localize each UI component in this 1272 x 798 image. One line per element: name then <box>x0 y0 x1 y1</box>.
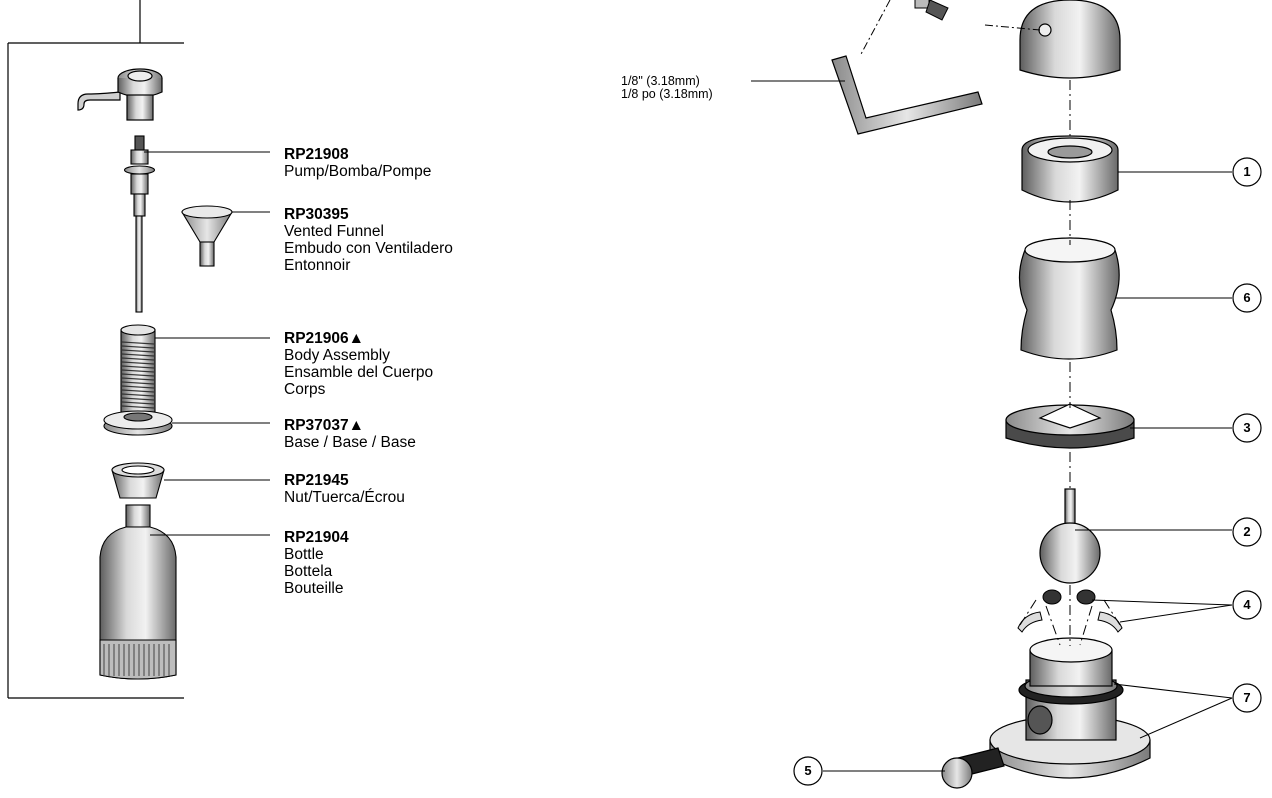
part-desc-line: Pump/Bomba/Pompe <box>284 163 432 180</box>
part-number: RP37037▲ <box>284 417 364 434</box>
part-label-rp21945: RP21945 Nut/Tuerca/Écrou <box>284 472 405 506</box>
thread-line <box>121 373 155 377</box>
part-desc-line: Ensamble del Cuerpo <box>284 364 434 381</box>
part-desc-line: Corps <box>284 381 326 398</box>
thread-line <box>121 357 155 361</box>
callout-4: 4 <box>1243 597 1251 612</box>
thread-line <box>121 381 155 385</box>
nut-icon <box>111 462 165 499</box>
thread-line <box>121 349 155 353</box>
kit-bracket <box>7 0 184 699</box>
part-number: RP21904 <box>284 529 349 546</box>
base-icon <box>103 410 173 436</box>
part-number: RP21906▲ <box>284 330 364 347</box>
part-label-rp21908: RP21908 Pump/Bomba/Pompe <box>284 146 431 180</box>
part-desc-line: Entonnoir <box>284 257 351 274</box>
part-desc-line: Bottle <box>284 546 324 563</box>
callout-5: 5 <box>804 763 812 778</box>
wrench-size-line-2: 1/8 po (3.18mm) <box>621 87 713 101</box>
thread-line <box>121 341 155 345</box>
part-label-rp30395: RP30395 Vented Funnel Embudo con Ventila… <box>284 206 453 274</box>
callout-6: 6 <box>1243 290 1251 305</box>
handle-dome-icon <box>1019 0 1121 79</box>
part-desc-line: Vented Funnel <box>284 223 384 240</box>
thread-line <box>121 405 155 409</box>
thread-line <box>121 377 155 381</box>
valve-body-icon <box>989 637 1151 779</box>
cap-icon <box>1021 135 1119 203</box>
part-label-rp37037: RP37037▲ Base / Base / Base <box>284 417 416 451</box>
cartridge-icon <box>1005 403 1135 449</box>
thread-line <box>121 393 155 397</box>
bottle-icon <box>99 504 177 680</box>
part-number: RP21908 <box>284 146 349 163</box>
part-label-rp21904: RP21904 Bottle Bottela Bouteille <box>284 529 349 597</box>
part-number: RP30395 <box>284 206 349 223</box>
thread-line <box>121 365 155 369</box>
hex-wrench-icon <box>831 55 983 135</box>
diverter-stem-icon <box>941 747 1005 789</box>
seat-spring-icon <box>1017 589 1123 633</box>
part-desc-line: Embudo con Ventiladero <box>284 240 453 257</box>
part-desc-line: Bottela <box>284 563 333 580</box>
callout-1: 1 <box>1243 164 1251 179</box>
funnel-icon <box>181 205 233 267</box>
thread-line <box>121 361 155 365</box>
thread-line <box>121 397 155 401</box>
part-desc-line: Body Assembly <box>284 347 390 364</box>
part-desc-line: Bouteille <box>284 580 344 597</box>
wrench-size-line-1: 1/8" (3.18mm) <box>621 74 700 88</box>
callout-7: 7 <box>1243 690 1251 705</box>
thread-line <box>121 385 155 389</box>
part-number: RP21945 <box>284 472 349 489</box>
part-desc-line: Base / Base / Base <box>284 434 416 451</box>
pump-head-icon <box>77 68 163 121</box>
wrench-size-label: 1/8" (3.18mm) 1/8 po (3.18mm) <box>621 75 713 101</box>
sleeve-icon <box>1018 237 1120 360</box>
callout-2: 2 <box>1243 524 1251 539</box>
thread-line <box>121 345 155 349</box>
thread-line <box>121 369 155 373</box>
set-screw-icon <box>914 0 949 21</box>
pump-icon <box>123 135 156 313</box>
callout-3: 3 <box>1243 420 1251 435</box>
thread-line <box>121 401 155 405</box>
part-desc-line: Nut/Tuerca/Écrou <box>284 489 405 506</box>
thread-line <box>121 353 155 357</box>
ball-icon <box>1039 488 1101 584</box>
part-label-rp21906: RP21906▲ Body Assembly Ensamble del Cuer… <box>284 330 433 398</box>
thread-line <box>121 389 155 393</box>
